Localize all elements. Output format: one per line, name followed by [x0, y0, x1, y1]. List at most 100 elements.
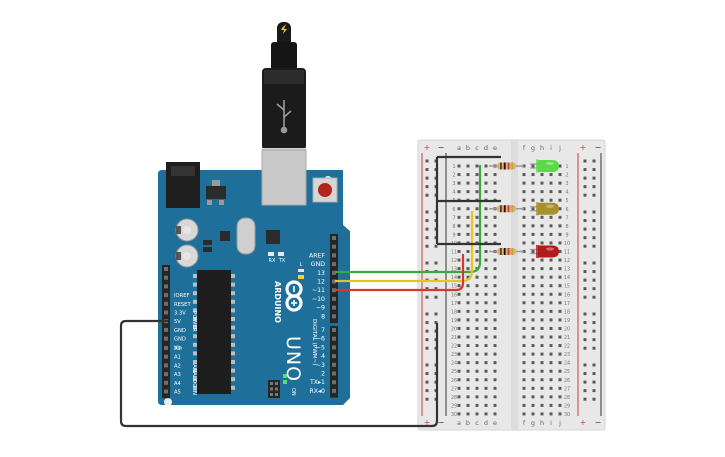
- breadboard-hole[interactable]: [531, 412, 535, 416]
- breadboard-hole[interactable]: [466, 215, 470, 219]
- breadboard-hole[interactable]: [457, 275, 461, 279]
- breadboard-hole[interactable]: [558, 292, 562, 296]
- breadboard-hole[interactable]: [457, 232, 461, 236]
- rail-hole[interactable]: [583, 244, 587, 248]
- breadboard-hole[interactable]: [475, 344, 479, 348]
- rail-hole[interactable]: [592, 278, 596, 282]
- rail-hole[interactable]: [583, 176, 587, 180]
- rail-hole[interactable]: [592, 312, 596, 316]
- breadboard-hole[interactable]: [549, 173, 553, 177]
- breadboard-hole[interactable]: [493, 232, 497, 236]
- rail-hole[interactable]: [425, 261, 429, 265]
- header-pin[interactable]: [332, 253, 336, 258]
- breadboard-hole[interactable]: [493, 412, 497, 416]
- breadboard-hole[interactable]: [558, 215, 562, 219]
- rail-hole[interactable]: [425, 372, 429, 376]
- breadboard-hole[interactable]: [558, 386, 562, 390]
- breadboard-hole[interactable]: [475, 352, 479, 356]
- breadboard-hole[interactable]: [475, 361, 479, 365]
- rail-hole[interactable]: [583, 380, 587, 384]
- header-pin[interactable]: [332, 336, 336, 341]
- rail-hole[interactable]: [592, 176, 596, 180]
- rail-hole[interactable]: [434, 295, 438, 299]
- breadboard-hole[interactable]: [549, 301, 553, 305]
- breadboard-hole[interactable]: [475, 250, 479, 253]
- breadboard-hole[interactable]: [522, 318, 526, 322]
- breadboard-hole[interactable]: [457, 335, 461, 339]
- breadboard-hole[interactable]: [466, 258, 470, 262]
- header-pin[interactable]: [332, 279, 336, 284]
- breadboard-hole[interactable]: [558, 207, 562, 211]
- breadboard-hole[interactable]: [484, 215, 488, 219]
- breadboard-hole[interactable]: [466, 173, 470, 177]
- breadboard-hole[interactable]: [484, 250, 488, 253]
- breadboard-hole[interactable]: [484, 309, 488, 313]
- breadboard-hole[interactable]: [549, 241, 553, 245]
- header-pin[interactable]: [164, 363, 168, 368]
- rail-hole[interactable]: [592, 185, 596, 189]
- rail-hole[interactable]: [583, 261, 587, 265]
- breadboard-hole[interactable]: [522, 232, 526, 236]
- breadboard[interactable]: aabbccddeeffgghhiijj++−−++−−112233445566…: [417, 139, 606, 431]
- breadboard-hole[interactable]: [484, 395, 488, 399]
- breadboard-hole[interactable]: [540, 309, 544, 313]
- breadboard-hole[interactable]: [549, 267, 553, 271]
- breadboard-hole[interactable]: [549, 215, 553, 219]
- breadboard-hole[interactable]: [531, 164, 535, 168]
- header-pin[interactable]: [332, 380, 336, 385]
- breadboard-hole[interactable]: [558, 326, 562, 330]
- rail-hole[interactable]: [583, 321, 587, 325]
- breadboard-hole[interactable]: [540, 232, 544, 236]
- rail-hole[interactable]: [592, 338, 596, 342]
- breadboard-hole[interactable]: [549, 190, 553, 194]
- breadboard-hole[interactable]: [457, 386, 461, 390]
- breadboard-hole[interactable]: [549, 258, 553, 262]
- breadboard-hole[interactable]: [558, 378, 562, 382]
- breadboard-hole[interactable]: [493, 386, 497, 390]
- breadboard-hole[interactable]: [531, 215, 535, 219]
- breadboard-hole[interactable]: [493, 190, 497, 194]
- breadboard-hole[interactable]: [522, 369, 526, 373]
- rail-hole[interactable]: [583, 159, 587, 163]
- breadboard-hole[interactable]: [493, 224, 497, 228]
- rail-hole[interactable]: [583, 210, 587, 214]
- rail-hole[interactable]: [425, 329, 429, 333]
- breadboard-hole[interactable]: [522, 241, 526, 245]
- breadboard-hole[interactable]: [540, 403, 544, 407]
- breadboard-hole[interactable]: [475, 318, 479, 322]
- breadboard-hole[interactable]: [475, 275, 479, 279]
- breadboard-hole[interactable]: [531, 344, 535, 348]
- breadboard-hole[interactable]: [457, 369, 461, 373]
- header-pin[interactable]: [164, 327, 168, 332]
- breadboard-hole[interactable]: [531, 198, 535, 202]
- breadboard-hole[interactable]: [484, 412, 488, 416]
- breadboard-hole[interactable]: [540, 181, 544, 185]
- breadboard-hole[interactable]: [531, 292, 535, 296]
- breadboard-hole[interactable]: [493, 335, 497, 339]
- rail-hole[interactable]: [434, 312, 438, 316]
- rail-hole[interactable]: [583, 185, 587, 189]
- breadboard-hole[interactable]: [549, 275, 553, 279]
- rail-hole[interactable]: [425, 295, 429, 299]
- breadboard-hole[interactable]: [558, 275, 562, 279]
- rail-hole[interactable]: [592, 236, 596, 240]
- breadboard-hole[interactable]: [531, 232, 535, 236]
- breadboard-hole[interactable]: [540, 198, 544, 202]
- breadboard-hole[interactable]: [522, 344, 526, 348]
- header-pin[interactable]: [164, 380, 168, 385]
- breadboard-hole[interactable]: [475, 412, 479, 416]
- rail-hole[interactable]: [425, 227, 429, 231]
- breadboard-hole[interactable]: [484, 207, 488, 211]
- breadboard-hole[interactable]: [531, 267, 535, 271]
- rail-hole[interactable]: [592, 244, 596, 248]
- breadboard-hole[interactable]: [484, 352, 488, 356]
- rail-hole[interactable]: [425, 236, 429, 240]
- breadboard-hole[interactable]: [457, 301, 461, 305]
- breadboard-hole[interactable]: [457, 224, 461, 228]
- breadboard-hole[interactable]: [475, 181, 479, 185]
- breadboard-hole[interactable]: [540, 386, 544, 390]
- breadboard-hole[interactable]: [549, 386, 553, 390]
- breadboard-hole[interactable]: [475, 395, 479, 399]
- breadboard-hole[interactable]: [531, 241, 535, 245]
- rail-hole[interactable]: [592, 227, 596, 231]
